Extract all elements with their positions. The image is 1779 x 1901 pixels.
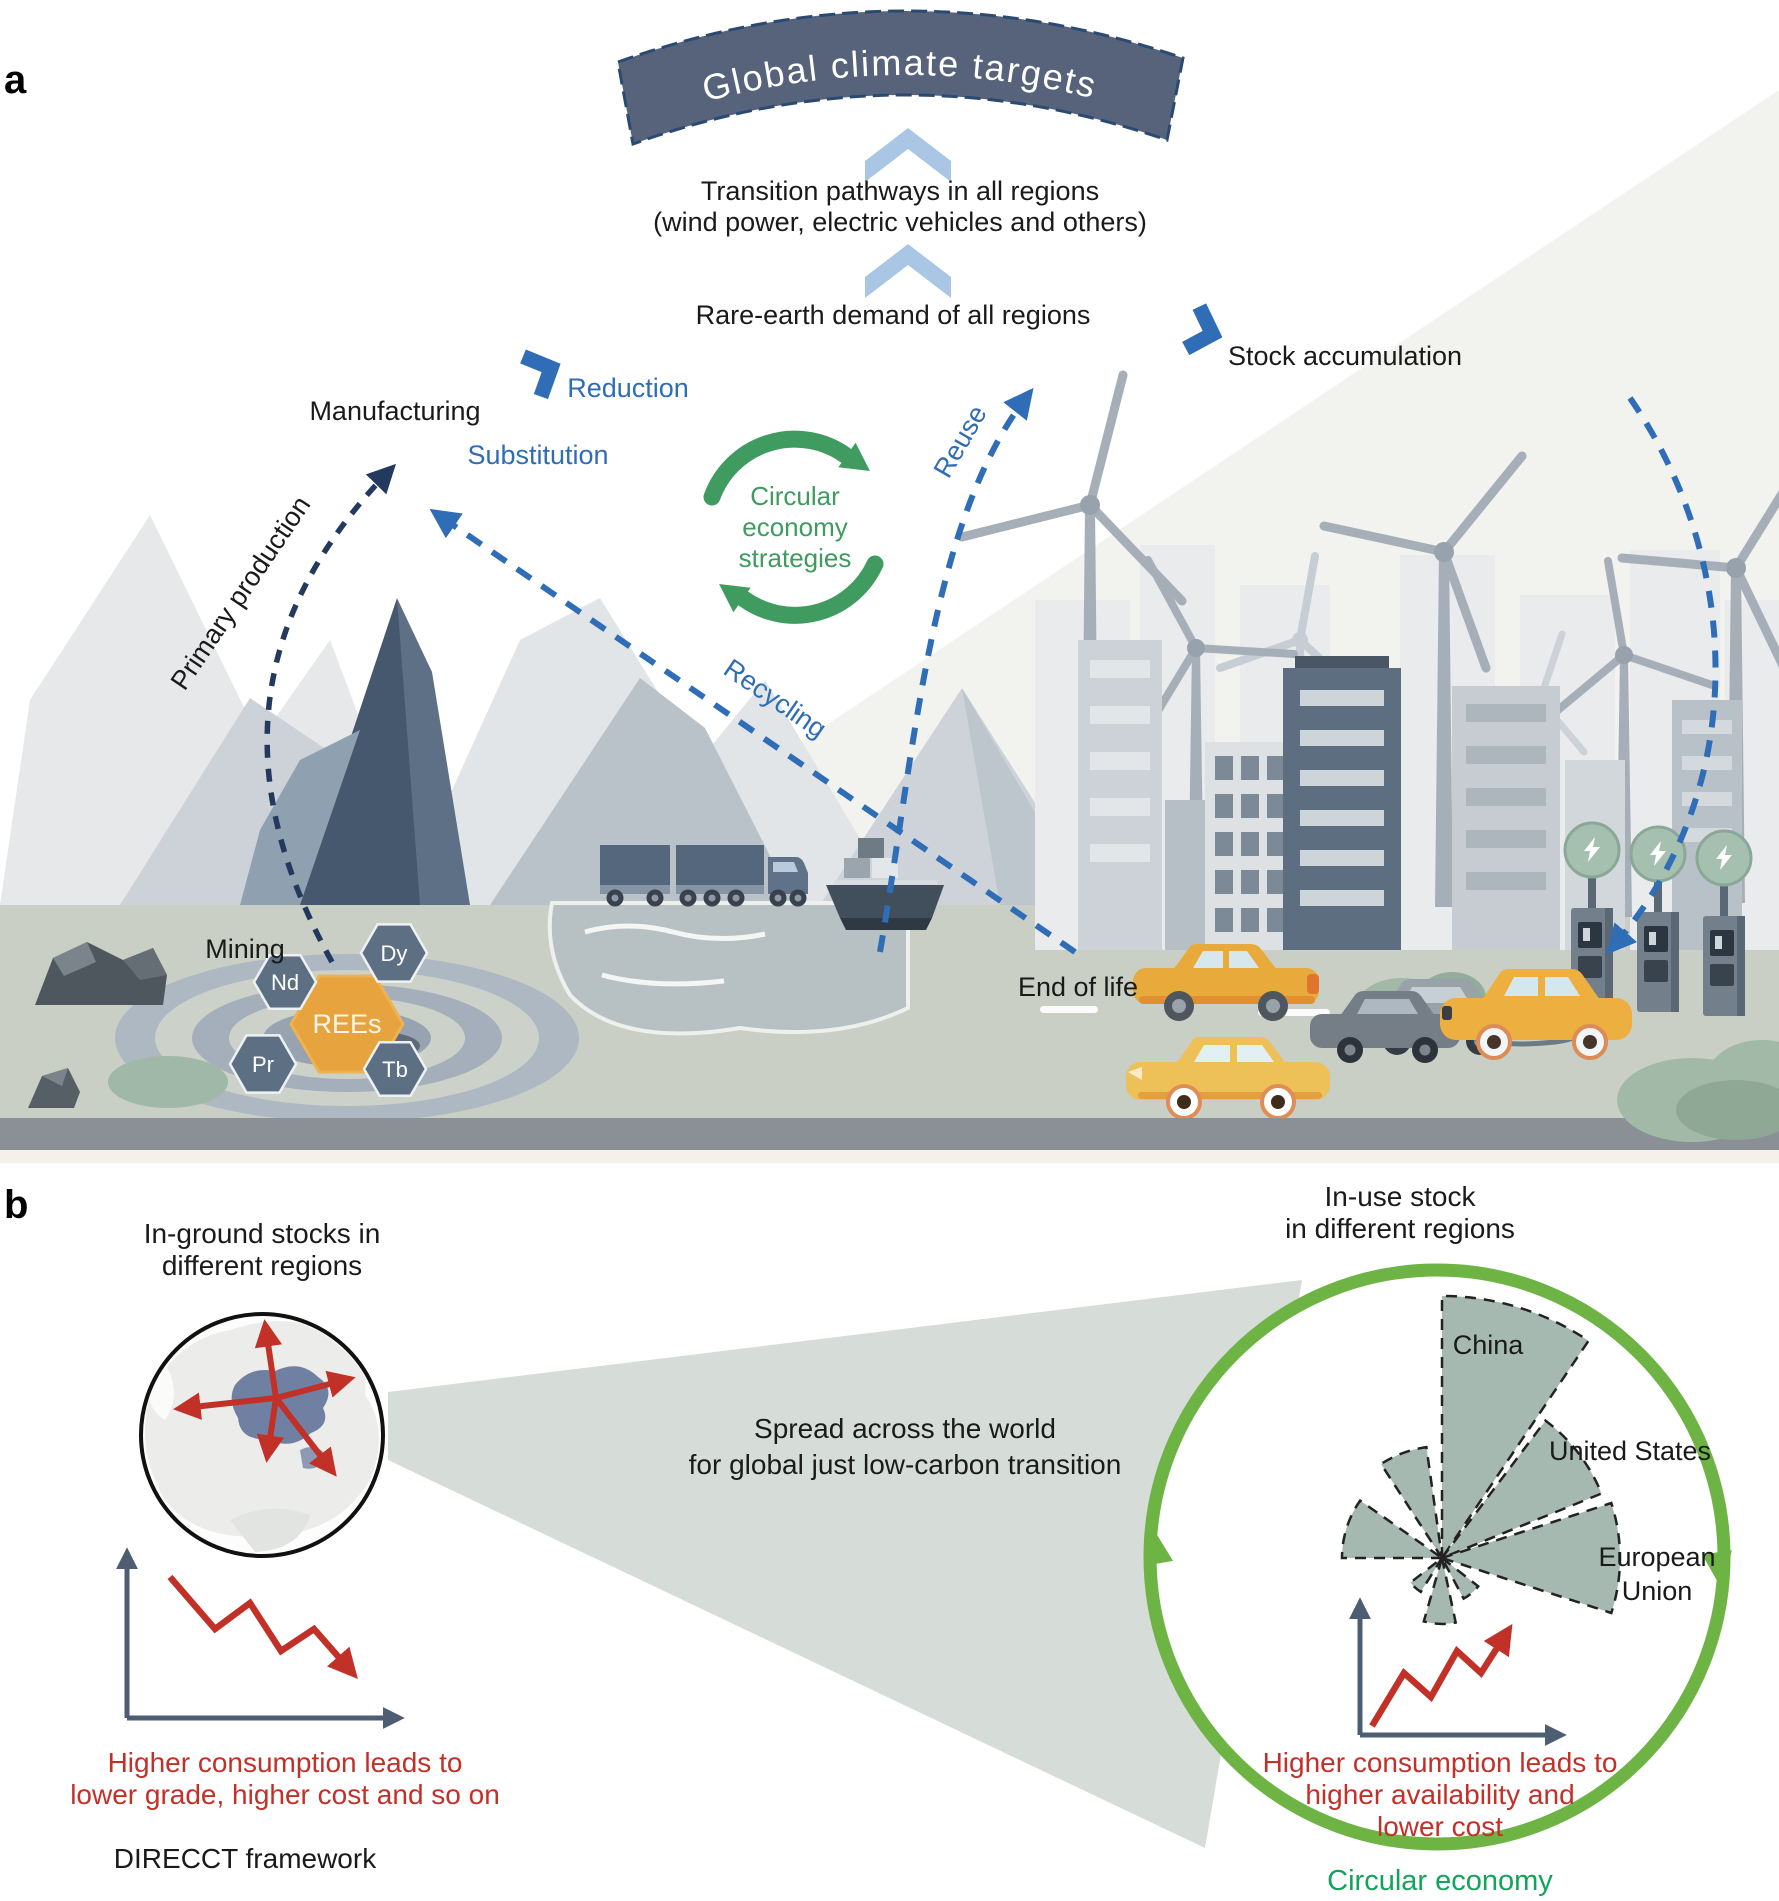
rocks-icon xyxy=(28,942,167,1108)
nd-hexagon-icon xyxy=(252,953,318,1011)
left-caption-line1: Higher consumption leads to xyxy=(108,1747,463,1778)
rising-chart xyxy=(1348,1597,1567,1747)
stock-accumulation-label: Stock accumulation xyxy=(1228,341,1462,371)
tb-hexagon-icon xyxy=(362,1040,428,1098)
rees-label: REEs xyxy=(312,1009,381,1039)
right-caption-line3: lower cost xyxy=(1377,1811,1503,1842)
rose-sector-small xyxy=(1422,1557,1458,1626)
transition-pathways-line2: (wind power, electric vehicles and other… xyxy=(653,207,1147,237)
rare-earth-demand-label: Rare-earth demand of all regions xyxy=(696,300,1091,330)
buildings xyxy=(1078,640,1742,950)
bush-icon xyxy=(1617,1040,1779,1142)
car-grey-icon xyxy=(1310,991,1460,1063)
declining-line xyxy=(167,1574,358,1679)
inuse-title-line1: In-use stock xyxy=(1325,1181,1477,1212)
rose-sector-united-states xyxy=(1438,1418,1604,1561)
inground-title-line2: different regions xyxy=(162,1250,362,1281)
european-union-label-line1: European xyxy=(1598,1542,1715,1572)
primary-production-arrow xyxy=(264,463,396,964)
ship-icon xyxy=(826,838,944,930)
rose-chart xyxy=(1340,1294,1622,1626)
globe-icon xyxy=(139,1312,385,1558)
ev-charger xyxy=(1629,825,1687,1014)
dy-label: Dy xyxy=(381,941,408,966)
ree-hexagons: REEs Nd Dy Pr Tb xyxy=(228,923,429,1098)
rising-line xyxy=(1369,1623,1513,1728)
spread-line1: Spread across the world xyxy=(754,1413,1056,1444)
rose-sector-small xyxy=(1408,1557,1444,1594)
circular-label-line1: Circular xyxy=(750,481,840,511)
recycling-arrow xyxy=(429,508,1077,955)
car-ev-yellow-icon xyxy=(1440,969,1632,1060)
tb-label: Tb xyxy=(382,1057,408,1082)
panel-b-letter: b xyxy=(4,1183,28,1227)
circular-economy-icon xyxy=(703,430,884,624)
road xyxy=(0,1118,1779,1150)
panel-a: REEs Nd Dy Pr Tb Global climate targets xyxy=(0,9,1779,1163)
mountains xyxy=(0,515,1100,905)
spread-line2: for global just low-carbon transition xyxy=(689,1449,1122,1480)
car-yellow-icon xyxy=(1133,944,1319,1021)
panel-b: b In-ground stocks in different regions … xyxy=(4,1181,1732,1897)
ring-arrow-down-icon xyxy=(1702,1550,1732,1590)
wind-turbine-icon xyxy=(1319,451,1527,907)
rose-sector-european-union xyxy=(1437,1501,1622,1615)
ev-charger xyxy=(1695,829,1753,1018)
manufacturing-label: Manufacturing xyxy=(309,396,480,426)
chevron-flow-icon xyxy=(520,349,561,400)
harbor-water xyxy=(547,901,910,1036)
declining-chart xyxy=(115,1547,405,1730)
globe-arrows xyxy=(173,1319,356,1477)
rose-sector-small xyxy=(1379,1445,1444,1559)
truck-icon xyxy=(600,845,808,907)
pr-hexagon-icon xyxy=(228,1034,298,1094)
mining-label: Mining xyxy=(205,934,285,964)
direcct-framework-label: DIRECCT framework xyxy=(114,1843,377,1874)
panel-a-letter: a xyxy=(4,58,27,102)
left-caption-line2: lower grade, higher cost and so on xyxy=(70,1779,500,1810)
reduction-label: Reduction xyxy=(567,373,689,403)
chevron-up-icon xyxy=(865,244,951,298)
right-caption-line2: higher availability and xyxy=(1305,1779,1574,1810)
dy-hexagon-icon xyxy=(359,923,429,983)
transition-pathways-line1: Transition pathways in all regions xyxy=(701,176,1099,206)
substitution-label: Substitution xyxy=(467,440,608,470)
chevron-up-icon xyxy=(865,128,951,182)
inground-title-line1: In-ground stocks in xyxy=(144,1218,381,1249)
chevron-flow-icon xyxy=(1182,303,1223,356)
city-skyline xyxy=(957,370,1779,950)
rose-sector-small xyxy=(1440,1557,1480,1601)
rose-sector-small xyxy=(1340,1498,1446,1560)
climate-targets-banner: Global climate targets xyxy=(616,9,1185,147)
bush-icon xyxy=(108,1056,228,1108)
united-states-label: United States xyxy=(1549,1436,1711,1466)
circular-label-line3: strategies xyxy=(739,543,852,573)
rose-sector-china xyxy=(1440,1294,1591,1563)
european-union-label-line2: Union xyxy=(1622,1576,1693,1606)
china-label: China xyxy=(1453,1330,1525,1360)
right-caption-line1: Higher consumption leads to xyxy=(1263,1747,1618,1778)
circular-label-line2: economy xyxy=(742,512,848,542)
road-shoulder xyxy=(0,1150,1779,1163)
circular-economy-label: Circular economy xyxy=(1327,1865,1553,1897)
pr-label: Pr xyxy=(252,1052,274,1077)
nd-label: Nd xyxy=(271,970,299,995)
reuse-arrow xyxy=(877,387,1034,953)
spread-wedge xyxy=(388,1280,1302,1848)
ring-arrow-up-icon xyxy=(1143,1526,1174,1567)
charge-port xyxy=(1442,1006,1452,1020)
inuse-title-line2: in different regions xyxy=(1285,1213,1515,1244)
end-of-life-label: End of life xyxy=(1018,972,1138,1002)
